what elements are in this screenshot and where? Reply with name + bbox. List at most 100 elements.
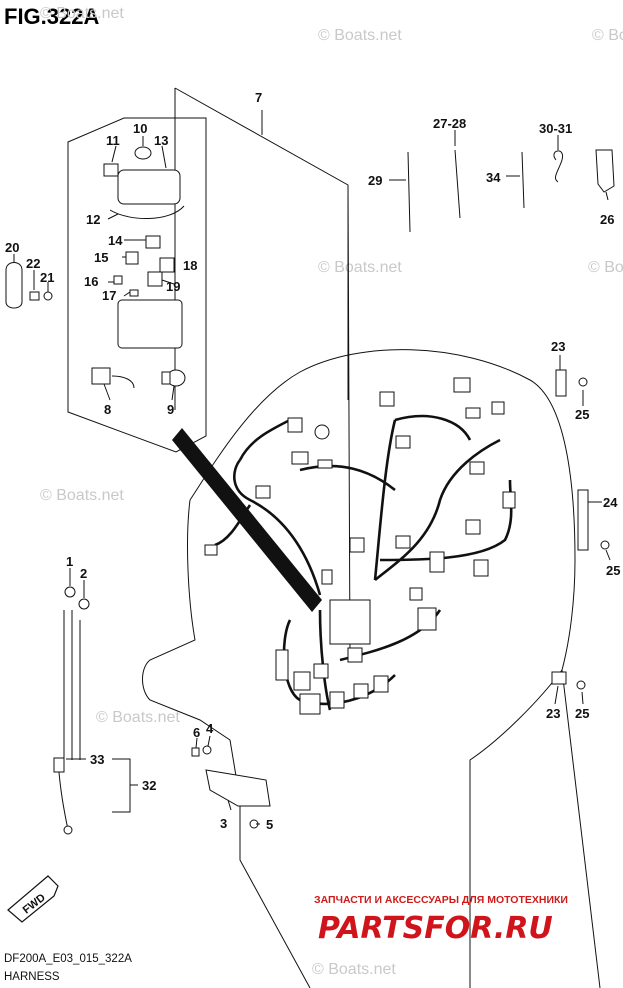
connector — [429, 551, 445, 573]
connector — [409, 587, 423, 601]
callout-5: 5 — [266, 817, 273, 832]
watermark-7: © Boats.net — [588, 259, 623, 276]
watermark-4: © Boats.net — [40, 487, 124, 504]
callout-8: 8 — [104, 402, 111, 417]
watermark-6: © Boats.net — [312, 961, 396, 978]
connector — [204, 544, 218, 556]
connector — [291, 451, 309, 465]
connector — [317, 459, 333, 469]
figure-title: FIG.322A — [4, 4, 99, 29]
connector — [353, 683, 369, 699]
connector — [313, 663, 329, 679]
callout-14: 14 — [108, 233, 123, 248]
leader-lines — [13, 130, 611, 825]
part-13-relay-cover — [117, 169, 181, 205]
right-brackets — [551, 369, 610, 690]
callout-13: 13 — [154, 133, 168, 148]
callout-11: 11 — [106, 133, 120, 148]
connector — [395, 435, 411, 449]
connector — [417, 607, 437, 631]
part-12-gasket — [109, 205, 185, 219]
harness-connectors — [204, 377, 516, 715]
connector — [502, 491, 516, 509]
part-22 — [29, 291, 40, 301]
callout-18: 18 — [183, 258, 197, 273]
connector — [299, 693, 321, 715]
battery-cables — [53, 586, 90, 835]
callouts: 7 10 11 13 12 14 15 18 16 17 19 8 9 20 2… — [5, 90, 620, 832]
promo-brand: PARTSFOR.RU — [318, 911, 553, 946]
callout-33: 33 — [90, 752, 104, 767]
part-2-terminal — [78, 598, 90, 610]
part-9-stem — [161, 371, 171, 385]
callout-34: 34 — [486, 170, 501, 185]
callout-25c: 25 — [575, 706, 589, 721]
watermark-1: © Boats.net — [318, 27, 402, 44]
part-11 — [103, 163, 119, 177]
watermark-5: © Boats.net — [96, 709, 180, 726]
promo-tagline: ЗАПЧАСТИ И АКСЕССУАРЫ ДЛЯ МОТОТЕХНИКИ — [314, 894, 568, 906]
connector — [349, 537, 365, 553]
connector — [347, 647, 363, 663]
part-25-upper — [578, 377, 588, 387]
callout-3: 3 — [220, 816, 227, 831]
callout-17: 17 — [102, 288, 116, 303]
callout-23b: 23 — [546, 706, 560, 721]
callout-2: 2 — [80, 566, 87, 581]
left-small-parts — [5, 262, 53, 309]
connector — [379, 391, 395, 407]
connector — [329, 691, 345, 709]
inset-parts — [91, 146, 186, 389]
callout-10: 10 — [133, 121, 147, 136]
callout-12: 12 — [86, 212, 100, 227]
callout-4: 4 — [206, 721, 214, 736]
part-4-washer — [202, 745, 212, 755]
connector-round — [314, 424, 330, 440]
part-29-tie — [407, 151, 411, 233]
part-18 — [159, 257, 175, 273]
part-15 — [125, 251, 139, 265]
connector — [465, 519, 481, 535]
fwd-arrow: FWD — [7, 875, 59, 923]
part-8 — [91, 367, 111, 385]
callout-25a: 25 — [575, 407, 589, 422]
part-23-upper — [555, 369, 567, 397]
part-10 — [134, 146, 152, 160]
callout-25b: 25 — [606, 563, 620, 578]
connector — [465, 407, 481, 419]
connector — [469, 461, 485, 475]
callout-7: 7 — [255, 90, 262, 105]
part-21 — [43, 291, 53, 301]
junction-box — [329, 599, 371, 645]
watermark-3: © Boats.net — [318, 259, 402, 276]
callout-27-28: 27-28 — [433, 116, 466, 131]
part-8-lead — [111, 375, 135, 389]
part-23-lower — [551, 671, 567, 685]
part-16 — [113, 275, 123, 285]
promo-banner: ЗАПЧАСТИ И АКСЕССУАРЫ ДЛЯ МОТОТЕХНИКИ PA… — [314, 894, 568, 946]
connector — [293, 671, 311, 691]
part-1-terminal — [64, 586, 76, 598]
callout-15: 15 — [94, 250, 108, 265]
callout-1: 1 — [66, 554, 73, 569]
part-25-mid — [600, 540, 610, 550]
cable-clamp — [53, 757, 65, 773]
connector — [255, 485, 271, 499]
part-24-bracket — [577, 489, 589, 551]
callout-6: 6 — [193, 725, 200, 740]
part-26-bracket — [595, 149, 615, 193]
connector — [321, 569, 333, 585]
connector — [453, 377, 471, 393]
callout-22: 22 — [26, 256, 40, 271]
part-17 — [129, 289, 139, 297]
figure-code: DF200A_E03_015_322A — [4, 953, 132, 965]
tie-parts — [407, 149, 615, 233]
connector — [287, 417, 303, 433]
callout-23a: 23 — [551, 339, 565, 354]
callout-19: 19 — [166, 279, 180, 294]
part-3-bracket — [205, 769, 271, 807]
wiring-harness — [214, 414, 513, 711]
part-20-boot — [5, 262, 23, 309]
watermark-group: © Boats.net © Boats.net © Boats.net © Bo… — [40, 5, 623, 978]
